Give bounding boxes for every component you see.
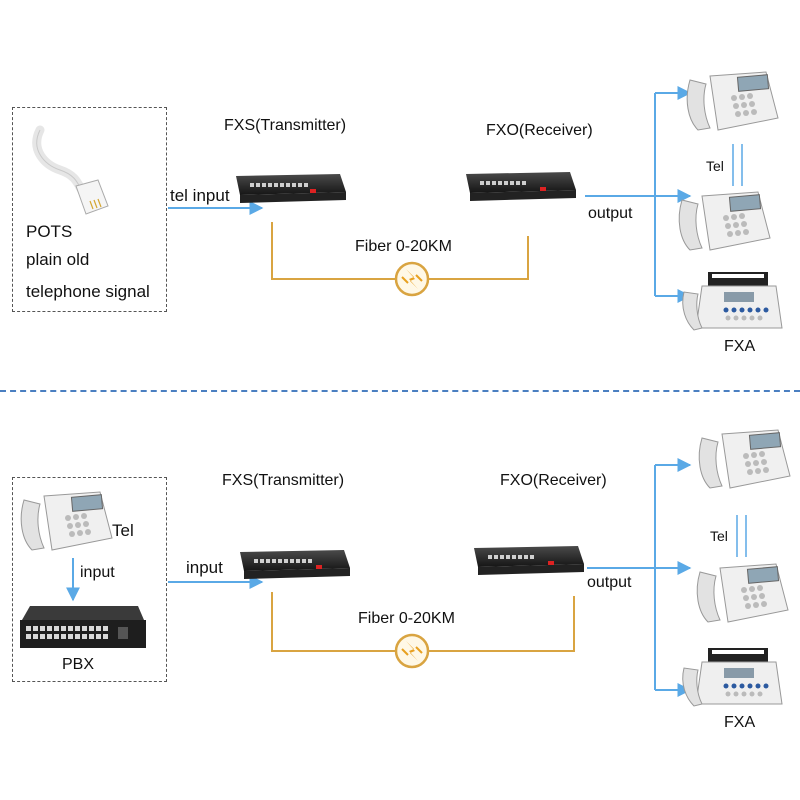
top-input-label: tel input xyxy=(170,186,230,205)
top-fax-label: FXA xyxy=(724,338,756,355)
top-phone-1-icon xyxy=(686,71,779,131)
bottom-source-tel-label: Tel xyxy=(112,521,134,540)
bottom-source-input-label: input xyxy=(80,564,115,581)
bottom-source-phone-icon xyxy=(20,491,113,551)
top-output-label: output xyxy=(588,205,633,222)
top-tel-label: Tel xyxy=(706,158,724,174)
bottom-fiber-icon xyxy=(394,633,430,669)
bottom-fax-icon xyxy=(682,648,783,707)
section-separator xyxy=(0,390,800,392)
top-fxs-device-icon xyxy=(236,174,346,203)
bottom-input-label: input xyxy=(186,558,223,577)
top-phone-2-icon xyxy=(678,191,771,251)
pbx-icon xyxy=(20,606,146,648)
bottom-fiber-label: Fiber 0-20KM xyxy=(358,610,455,627)
bottom-receiver-label: FXO(Receiver) xyxy=(500,472,607,489)
bottom-fxs-device-icon xyxy=(240,550,350,579)
top-source-box xyxy=(12,107,167,312)
top-source-line2: plain old xyxy=(26,250,90,269)
bottom-phone-1-icon xyxy=(698,429,791,489)
bottom-fxo-device-icon xyxy=(474,546,584,575)
bottom-transmitter-label: FXS(Transmitter) xyxy=(222,472,345,489)
bottom-pbx-label: PBX xyxy=(62,656,95,673)
top-fxo-device-icon xyxy=(466,172,576,201)
top-fiber-label: Fiber 0-20KM xyxy=(355,238,452,255)
bottom-fax-label: FXA xyxy=(724,714,756,731)
bottom-source-box xyxy=(12,477,167,682)
top-receiver-label: FXO(Receiver) xyxy=(486,122,593,139)
bottom-phone-2-icon xyxy=(696,563,789,623)
top-transmitter-label: FXS(Transmitter) xyxy=(224,117,347,134)
top-source-line3: telephone signal xyxy=(26,282,150,301)
top-source-line1: POTS xyxy=(26,222,73,241)
top-fax-icon xyxy=(682,272,783,331)
bottom-output-label: output xyxy=(587,574,632,591)
rj11-plug-icon xyxy=(32,125,109,215)
top-fiber-icon xyxy=(394,261,430,297)
bottom-tel-label: Tel xyxy=(710,528,728,544)
